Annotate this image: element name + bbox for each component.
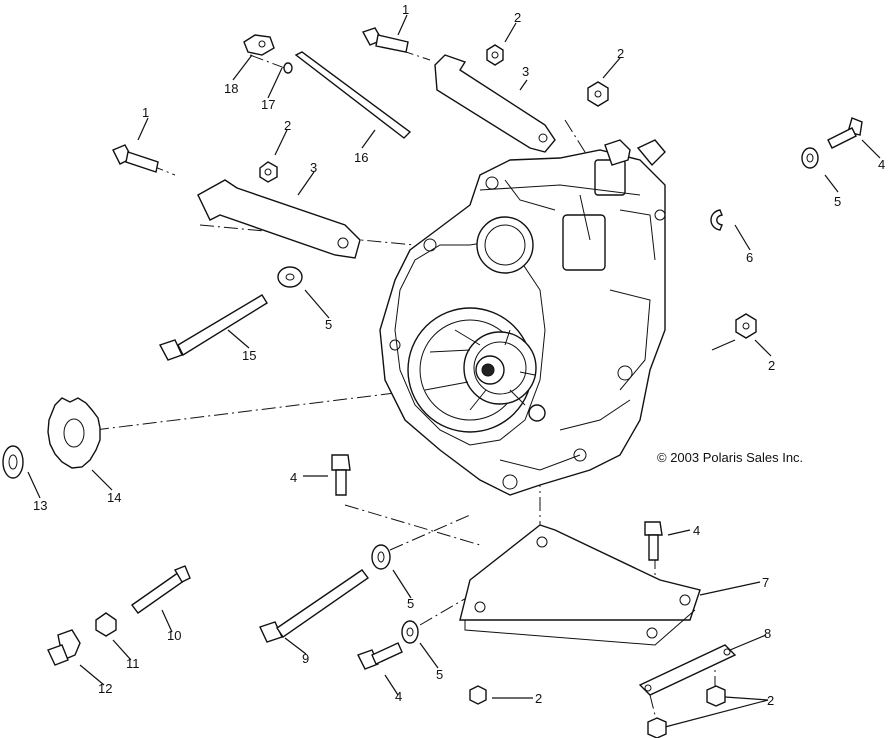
callout-label: 2 (514, 10, 521, 25)
long-bolt (158, 294, 268, 361)
rod (294, 51, 412, 139)
stud (131, 565, 191, 614)
callout-label: 12 (98, 681, 112, 696)
bracket-left (197, 179, 361, 259)
callout-label: 6 (746, 250, 753, 265)
transmission-case (379, 139, 666, 496)
callout-label: 5 (325, 317, 332, 332)
washer-small (2, 445, 24, 479)
callout-label: 1 (402, 2, 409, 17)
bolt-bottom (357, 642, 403, 670)
callout-label: 2 (535, 691, 542, 706)
callout-label: 5 (834, 194, 841, 209)
clip (710, 209, 723, 231)
callouts: 1 2 2 3 1 2 3 2 4 5 6 18 17 16 5 15 2 13… (33, 2, 885, 708)
callout-label: 4 (878, 157, 885, 172)
callout-label: 10 (167, 628, 181, 643)
callout-label: 3 (310, 160, 317, 175)
washer-bottom-2 (401, 620, 419, 644)
callout-label: 16 (354, 150, 368, 165)
callout-label: 18 (224, 81, 238, 96)
mount-plate (459, 524, 701, 646)
callout-label: 14 (107, 490, 121, 505)
washer-top-right (801, 147, 819, 169)
bolt-long-bottom (259, 569, 369, 643)
callout-label: 2 (768, 358, 775, 373)
copyright-notice: © 2003 Polaris Sales Inc. (657, 450, 803, 465)
callout-label: 3 (522, 64, 529, 79)
nut-right-top (587, 81, 609, 107)
callout-label: 8 (764, 626, 771, 641)
sprocket (47, 397, 101, 469)
strap (638, 644, 737, 696)
bolt-center (331, 454, 351, 496)
bolt-top (361, 27, 409, 53)
callout-label: 2 (284, 118, 291, 133)
nut-left (259, 161, 278, 183)
nut-top (486, 44, 504, 66)
callout-label: 7 (762, 575, 769, 590)
nut-bottom-right-1 (706, 685, 726, 707)
bolt-top-right (827, 117, 863, 149)
callout-label: 1 (142, 105, 149, 120)
callout-label: 17 (261, 97, 275, 112)
washer-left (277, 266, 303, 288)
callout-label: 4 (693, 523, 700, 538)
nut-bottom (469, 685, 487, 705)
drain-plug (47, 629, 81, 666)
callout-label: 2 (617, 46, 624, 61)
callout-label: 2 (767, 693, 774, 708)
nut-small (95, 612, 117, 637)
callout-label: 4 (290, 470, 297, 485)
callout-label: 9 (302, 651, 309, 666)
o-ring (283, 62, 293, 74)
bolt-left (112, 144, 159, 173)
callout-label: 15 (242, 348, 256, 363)
callout-label: 5 (436, 667, 443, 682)
callout-label: 5 (407, 596, 414, 611)
bracket-top (434, 54, 556, 153)
fitting (243, 34, 275, 56)
nut-right (735, 313, 757, 339)
callout-label: 13 (33, 498, 47, 513)
callout-label: 11 (126, 656, 140, 671)
washer-bottom-1 (371, 544, 391, 570)
bolt-right-bottom (644, 521, 663, 561)
callout-label: 4 (395, 689, 402, 704)
nut-bottom-right-2 (647, 717, 667, 738)
